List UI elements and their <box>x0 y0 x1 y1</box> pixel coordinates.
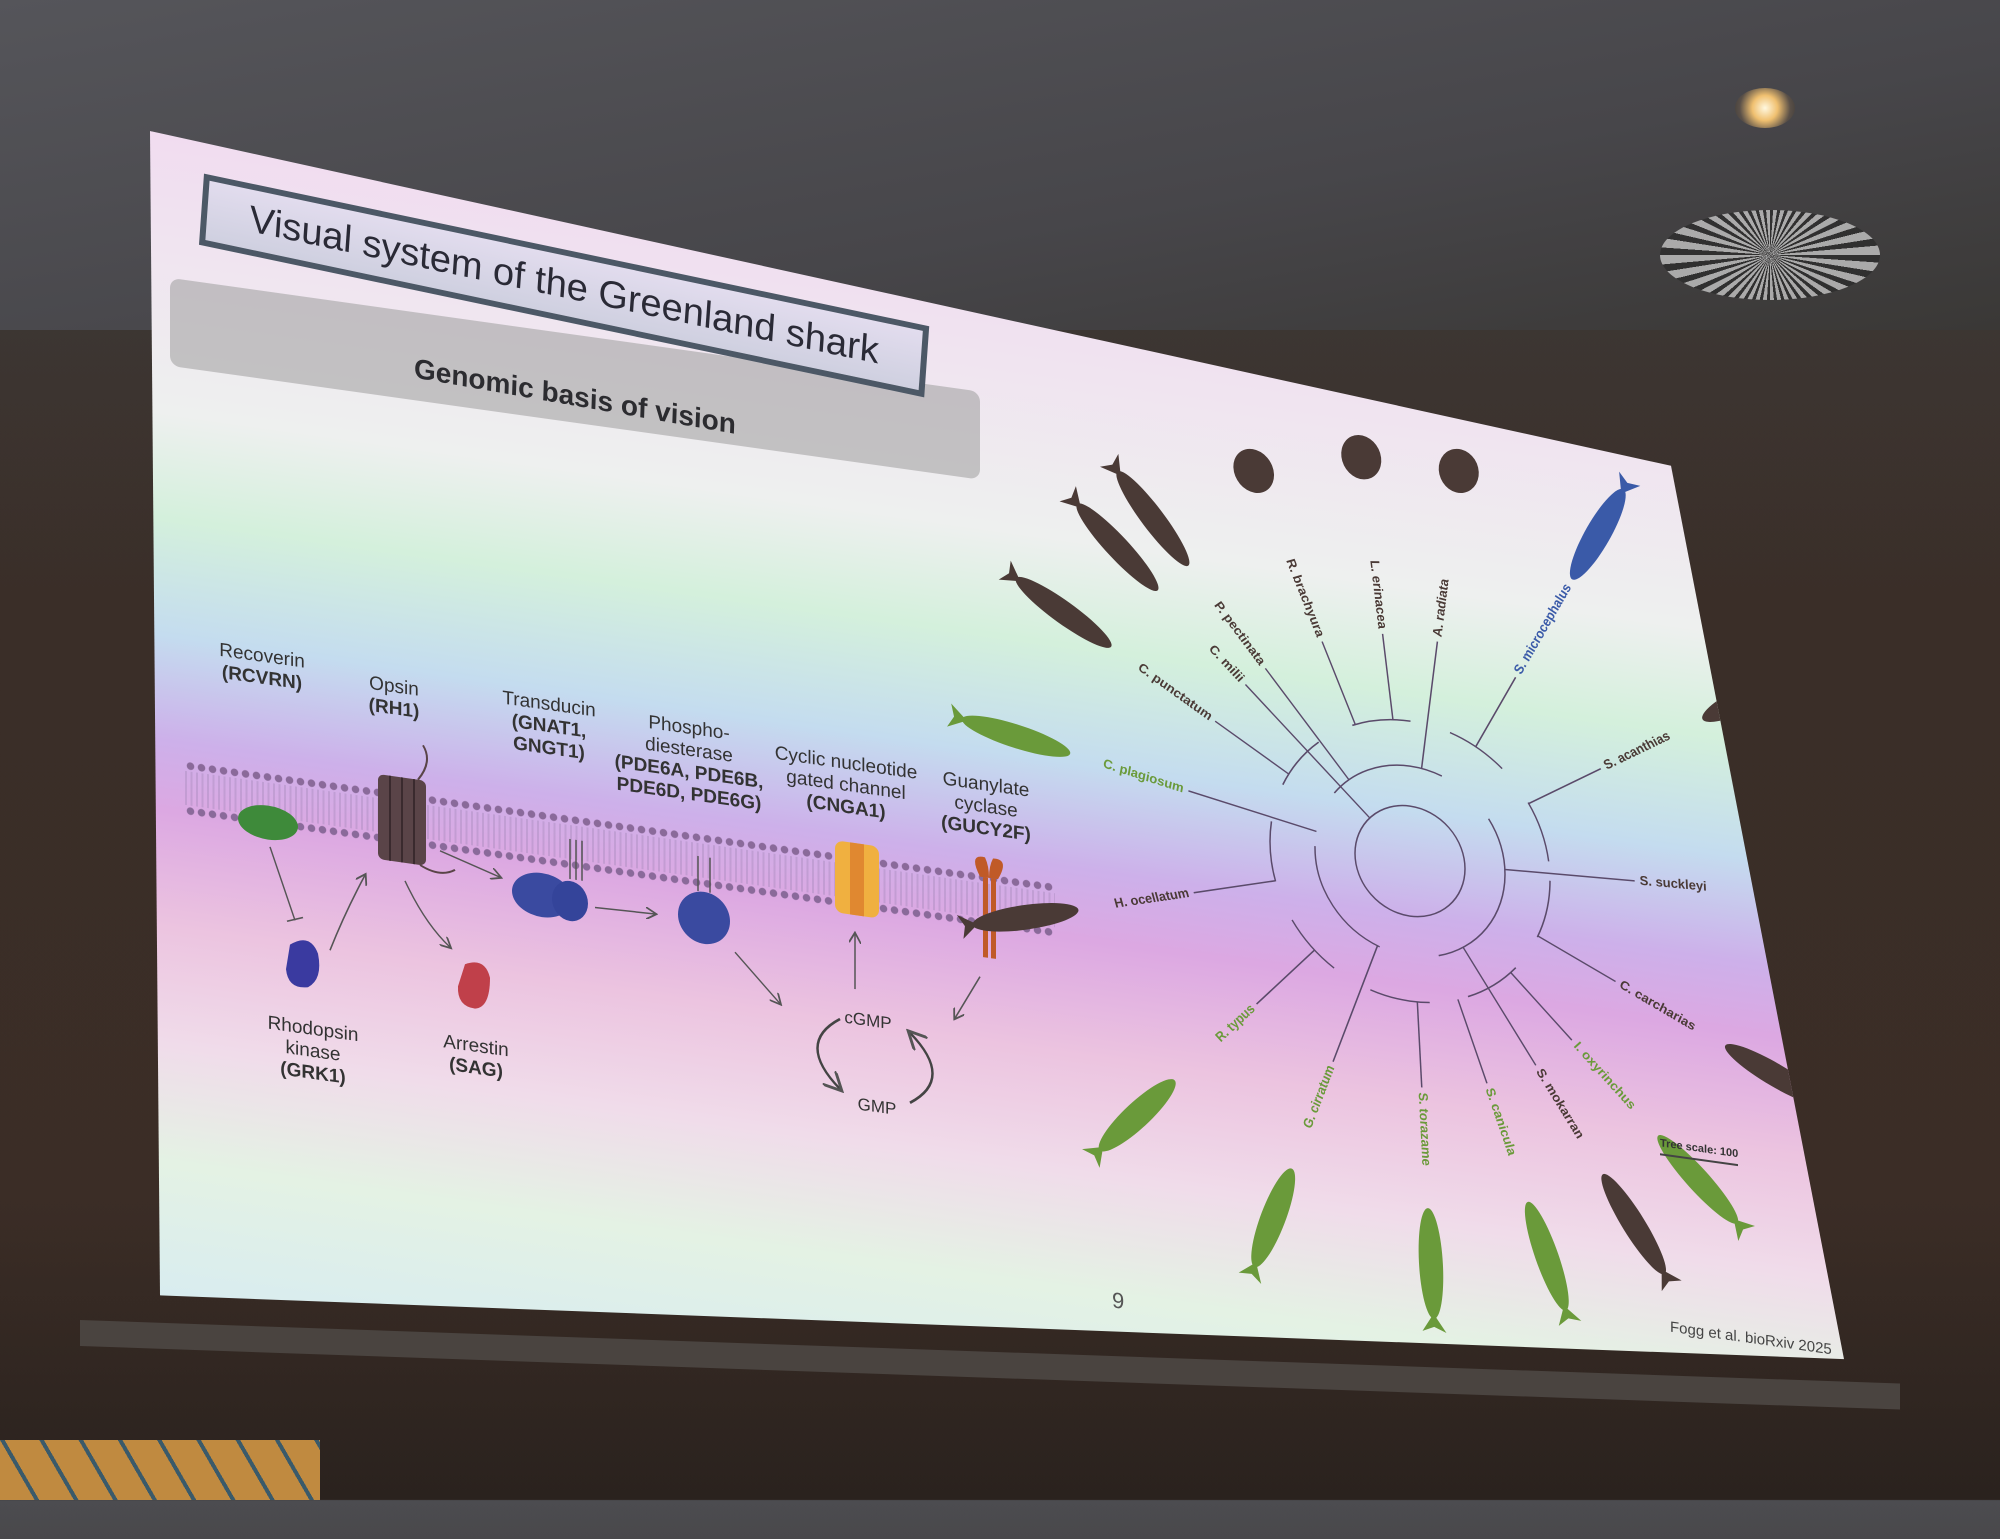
tail-fin-icon <box>1422 1313 1447 1333</box>
species-silhouette-icon <box>1069 496 1166 598</box>
tail-fin-icon <box>1060 486 1090 515</box>
species-label: C. plagiosum <box>1102 756 1185 796</box>
tail-fin-icon <box>1816 1092 1842 1122</box>
species-silhouette-icon <box>960 708 1072 765</box>
species-silhouette-icon <box>1010 569 1117 656</box>
species-silhouette-icon <box>1696 663 1802 730</box>
species-label: S. mokarran <box>1533 1066 1587 1141</box>
rhodopsin-kinase-protein <box>286 938 319 990</box>
projected-slide: Genomic basis of vision Visual system of… <box>150 130 1850 1539</box>
tree-branch <box>1458 999 1487 1083</box>
pathway-diagram: cGMP GMP <box>150 130 1850 1539</box>
species-label: G. cirratum <box>1300 1062 1338 1131</box>
tree-branch <box>1245 685 1369 818</box>
tree-branch <box>1194 869 1276 904</box>
species-silhouette-icon <box>1243 1163 1303 1272</box>
species-label: A. radiata <box>1430 576 1452 638</box>
recoverin-protein <box>238 801 298 843</box>
ceiling-vent <box>1660 210 1880 300</box>
tree-branch <box>1422 639 1438 770</box>
tree-branch <box>1188 791 1316 832</box>
species-label: S. canicula <box>1483 1086 1520 1157</box>
species-silhouette-icon <box>1650 1128 1746 1230</box>
species-silhouette-icon <box>1754 879 1850 913</box>
species-label: C. carcharias <box>1618 977 1699 1033</box>
tree-branch <box>1333 940 1377 1068</box>
species-silhouette-icon <box>1108 465 1197 572</box>
tree-root-arc <box>1355 798 1465 923</box>
species-silhouette-icon <box>969 898 1081 937</box>
tree-branch <box>1265 668 1349 779</box>
opsin-protein <box>378 739 455 875</box>
tree-branch <box>1538 936 1616 981</box>
species-label: S. torazame <box>1416 1092 1435 1167</box>
floor-pattern <box>0 1440 320 1500</box>
activation-arrow <box>330 870 365 955</box>
species-silhouette-icon <box>1720 1035 1830 1114</box>
tree-branch <box>1529 759 1601 814</box>
cycle-arrow <box>910 1033 933 1106</box>
species-silhouette-icon <box>1339 435 1384 480</box>
tail-fin-icon <box>1611 472 1641 501</box>
species-label: S. acanthias <box>1601 728 1673 773</box>
tree-clade-arc <box>1270 701 1550 1020</box>
ceiling-lamp <box>1735 88 1795 128</box>
species-label: C. punctatum <box>1136 660 1215 723</box>
tree-branch <box>1417 1002 1421 1088</box>
tree-branch <box>1383 634 1393 720</box>
species-label: S. microcephalus <box>1510 580 1574 677</box>
tail-fin-icon <box>1239 1257 1268 1284</box>
tail-fin-icon <box>1100 454 1130 482</box>
cycle-arrow <box>818 1016 841 1089</box>
tail-fin-icon <box>1725 1212 1755 1241</box>
tree-clade-arc <box>1315 753 1505 970</box>
arrestin-protein <box>458 960 490 1011</box>
species-silhouette-icon <box>1091 1071 1184 1160</box>
page-number: 9 <box>1112 1287 1125 1314</box>
tree-branch <box>1463 947 1536 1065</box>
tail-fin-icon <box>947 704 969 733</box>
species-silhouette-icon <box>1436 444 1481 497</box>
tail-fin-icon <box>1785 658 1813 688</box>
species-label: R. typus <box>1212 1001 1258 1045</box>
species-label: R. brachyura <box>1283 557 1328 639</box>
tail-fin-icon <box>957 912 981 939</box>
transducin-protein <box>512 831 588 924</box>
tree-branch <box>1511 972 1572 1040</box>
species-silhouette-icon <box>1593 1169 1674 1279</box>
phosphodiesterase-protein <box>678 853 730 947</box>
species-silhouette-icon <box>1561 482 1634 586</box>
tree-branch <box>1322 642 1355 725</box>
species-silhouette-icon <box>1416 1207 1446 1320</box>
tail-fin-icon <box>1082 1138 1112 1168</box>
species-label: S. suckleyi <box>1639 873 1707 894</box>
species-label: C. milii <box>1206 642 1247 685</box>
tree-branch <box>1257 942 1315 1012</box>
species-silhouette-icon <box>1517 1199 1577 1313</box>
species-silhouette-icon <box>1227 444 1281 497</box>
inhibition-arrow <box>270 847 295 921</box>
species-label: H. ocellatum <box>1112 885 1190 911</box>
tail-fin-icon <box>1652 1264 1682 1291</box>
tail-fin-icon <box>999 561 1027 591</box>
species-label: L. erinacea <box>1367 560 1390 630</box>
cng-channel-protein <box>835 840 879 918</box>
tree-branch <box>1505 863 1635 888</box>
tree-branch <box>1476 672 1516 753</box>
species-label: I. oxyrinchus <box>1571 1039 1639 1112</box>
tree-branch <box>1215 721 1289 774</box>
tail-fin-icon <box>1553 1303 1582 1326</box>
